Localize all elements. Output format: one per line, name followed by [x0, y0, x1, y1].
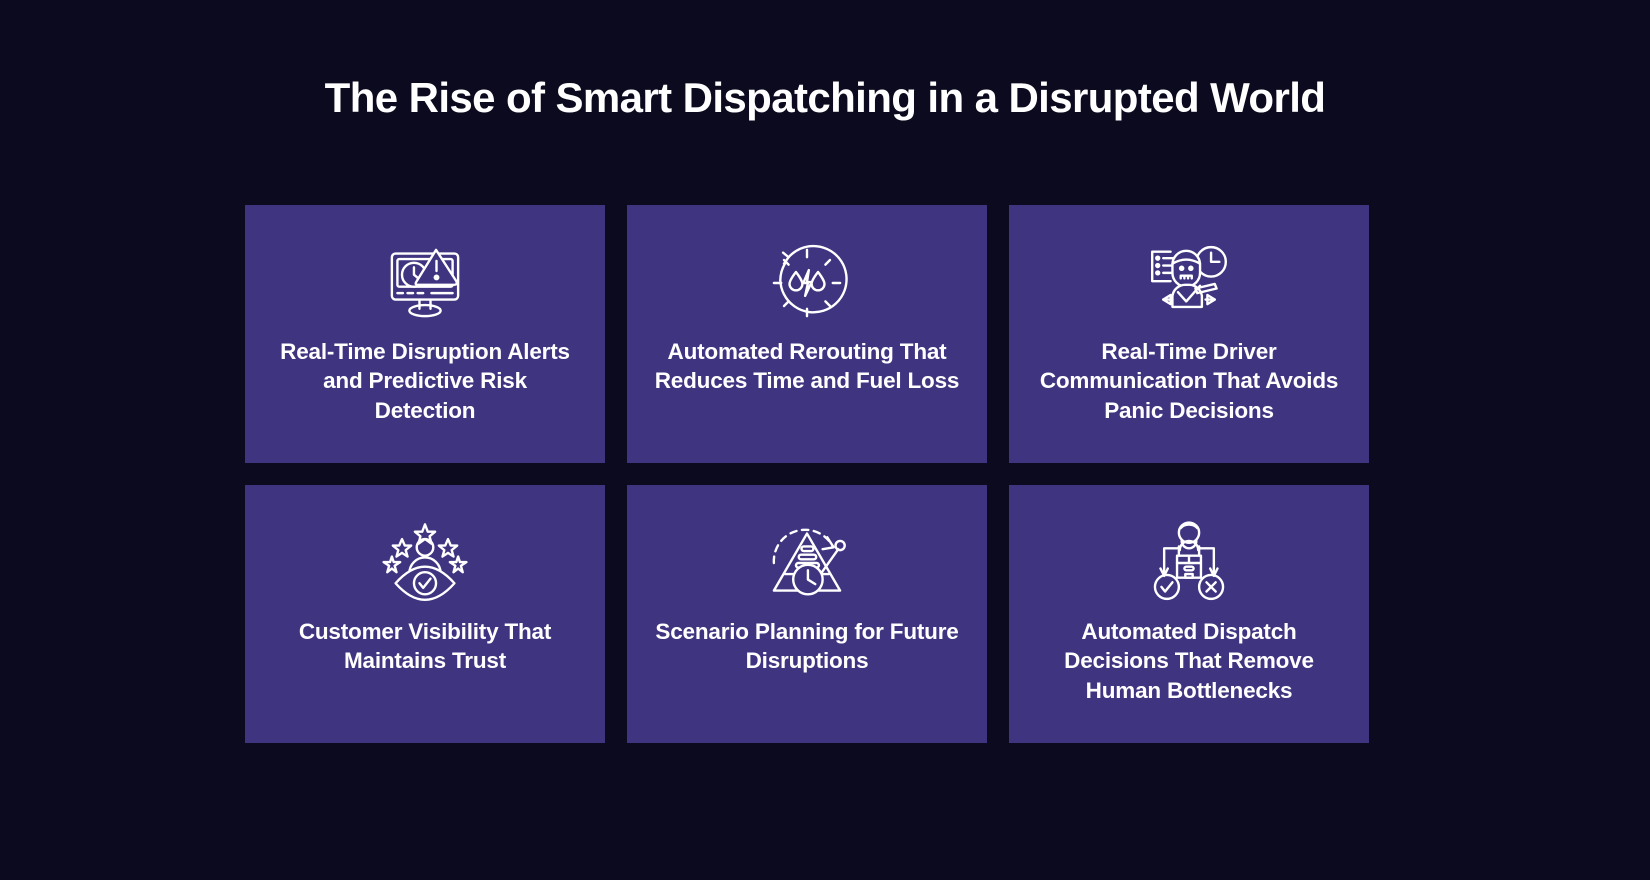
- feature-card-title: Real-Time Driver Communication That Avoi…: [1039, 339, 1339, 423]
- person-stars-eye-check-icon: [377, 515, 473, 611]
- feature-card-title: Customer Visibility That Maintains Trust: [298, 619, 552, 674]
- package-decision-check-cross-icon: [1141, 515, 1237, 611]
- pyramid-clock-arrow-icon: [759, 515, 855, 611]
- monitor-clock-alert-icon: [377, 235, 473, 331]
- feature-card-title: Automated Dispatch Decisions That Remove…: [1064, 619, 1314, 703]
- feature-card: Real-Time Disruption Alerts and Predicti…: [245, 205, 605, 463]
- feature-card: Customer Visibility That Maintains Trust: [245, 485, 605, 743]
- feature-card: Real-Time Driver Communication That Avoi…: [1009, 205, 1369, 463]
- feature-card-title: Automated Rerouting That Reduces Time an…: [654, 339, 960, 394]
- feature-card-title: Scenario Planning for Future Disruptions: [655, 619, 959, 674]
- compass-drop-bolt-icon: [759, 235, 855, 331]
- feature-card: Automated Dispatch Decisions That Remove…: [1009, 485, 1369, 743]
- feature-card: Scenario Planning for Future Disruptions: [627, 485, 987, 743]
- feature-card-grid: Real-Time Disruption Alerts and Predicti…: [245, 205, 1415, 743]
- feature-card: Automated Rerouting That Reduces Time an…: [627, 205, 987, 463]
- page-title: The Rise of Smart Dispatching in a Disru…: [324, 74, 1326, 121]
- feature-card-title: Real-Time Disruption Alerts and Predicti…: [280, 339, 570, 423]
- driver-checklist-clock-icon: [1141, 235, 1237, 331]
